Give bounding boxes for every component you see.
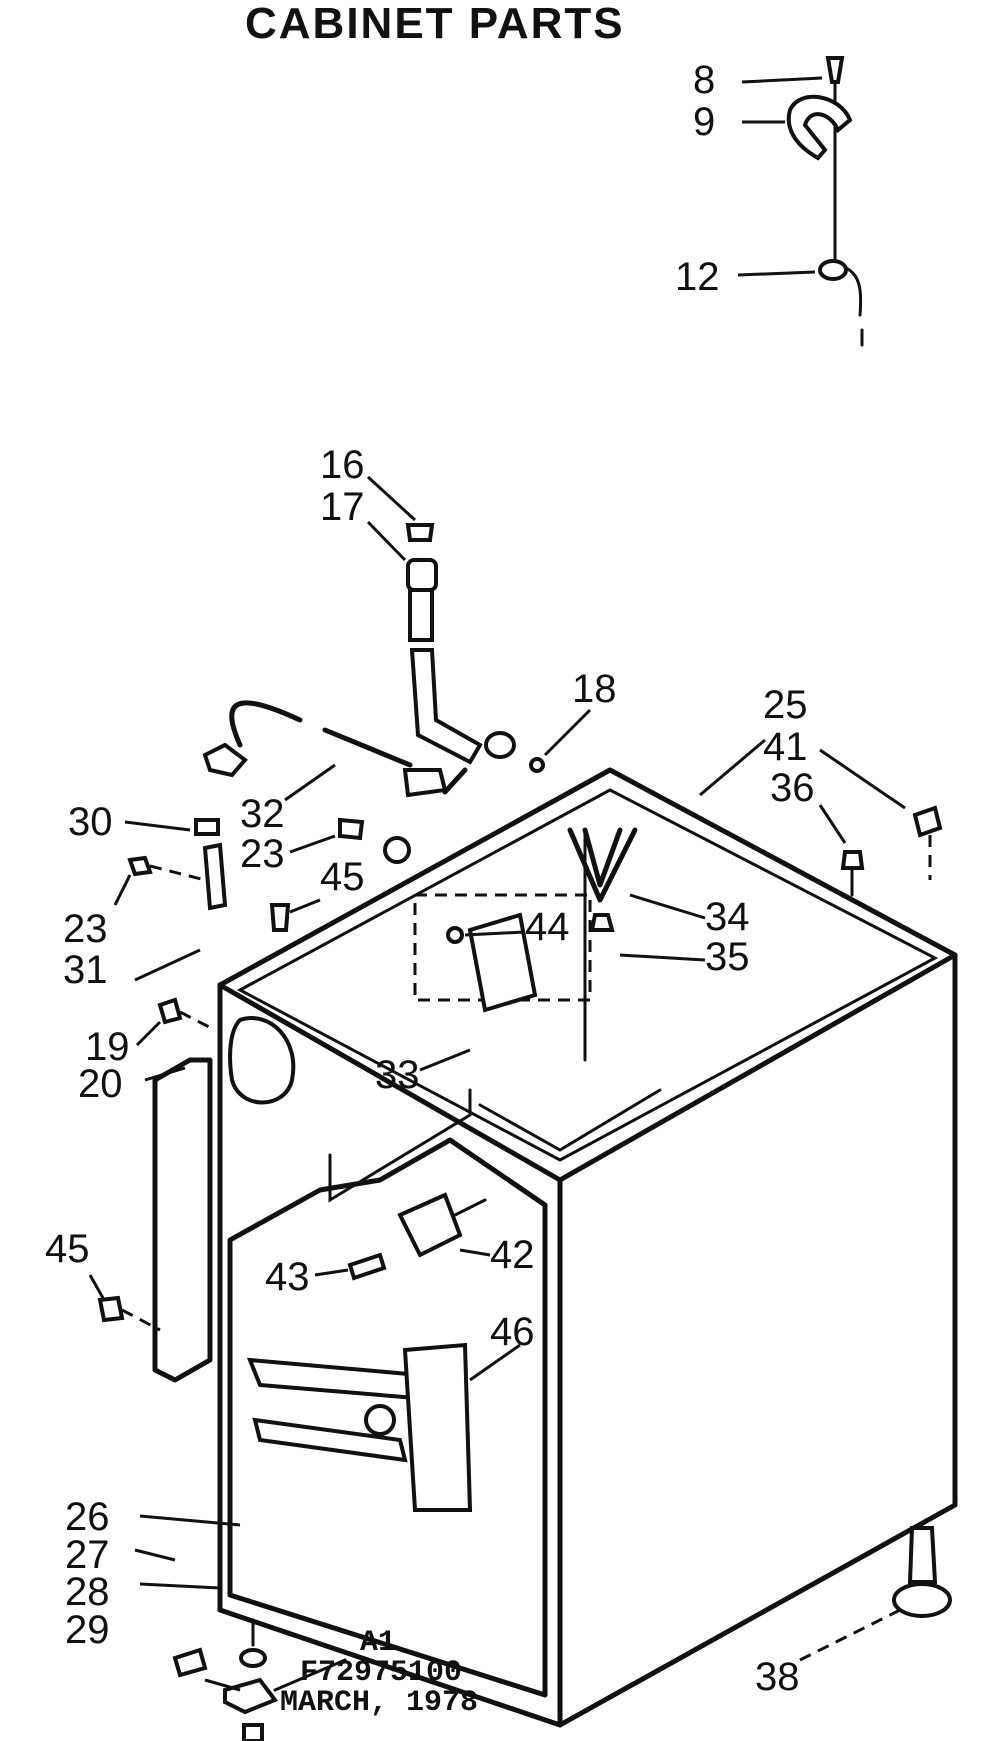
callout-43: 43	[265, 1255, 310, 1299]
callout-23-lower: 23	[63, 907, 108, 951]
mechanism-assembly	[246, 1342, 473, 1512]
right-rear-hardware	[840, 805, 943, 897]
callout-31: 31	[63, 948, 108, 992]
callout-38: 38	[755, 1655, 800, 1699]
part-42-capacitor	[397, 1192, 463, 1258]
hose	[409, 648, 483, 765]
callout-19: 19	[85, 1025, 130, 1069]
motor-assembly	[347, 1192, 487, 1281]
diagram-title: CABINET PARTS	[245, 0, 625, 48]
cabinet-body	[217, 767, 958, 1728]
callout-45-lower: 45	[45, 1227, 90, 1271]
callout-9: 9	[693, 100, 715, 144]
callout-16: 16	[320, 443, 365, 487]
leader-lines	[88, 76, 906, 1692]
part-20-panel	[152, 1057, 213, 1383]
diagram-footer: A1 F72975100 MARCH, 1978	[280, 1626, 478, 1720]
callout-27: 27	[65, 1533, 110, 1577]
part-38-leveling-leg	[907, 1526, 938, 1584]
callout-29: 29	[65, 1608, 110, 1652]
callout-33: 33	[375, 1053, 420, 1097]
callout-12: 12	[675, 255, 720, 299]
callout-17: 17	[320, 485, 365, 529]
callout-25: 25	[763, 683, 808, 727]
part-8-screw	[825, 56, 845, 84]
callout-20: 20	[78, 1062, 123, 1106]
part-17-connector	[406, 558, 438, 592]
callout-labels: 8 9 12 16 17 18 25 41 36 30 32 23 45 23 …	[45, 58, 815, 1699]
callout-30: 30	[68, 800, 113, 844]
part-18-clip	[529, 757, 545, 773]
callout-34: 34	[705, 895, 750, 939]
part-12-grommet	[818, 259, 848, 281]
callout-28: 28	[65, 1570, 110, 1614]
callout-36: 36	[770, 766, 815, 810]
power-cord-assembly	[202, 700, 468, 798]
part-29-leveling-leg	[242, 1723, 264, 1741]
callout-23-upper: 23	[240, 832, 285, 876]
left-hardware	[127, 817, 411, 932]
footer-line-3: MARCH, 1978	[280, 1686, 478, 1720]
callout-42: 42	[490, 1233, 535, 1277]
part-9-clip	[786, 94, 853, 161]
part-35-fastener	[589, 913, 615, 932]
callout-18: 18	[572, 667, 617, 711]
left-side-panel	[97, 997, 216, 1383]
callout-45-upper: 45	[320, 855, 365, 899]
part-31-bracket	[202, 842, 228, 911]
part-43-fastener	[347, 1252, 387, 1281]
callout-41: 41	[763, 725, 808, 769]
callout-32: 32	[240, 792, 285, 836]
callout-26: 26	[65, 1495, 110, 1539]
footer-line-1: A1	[360, 1626, 396, 1660]
callout-46: 46	[490, 1310, 535, 1354]
callout-8: 8	[693, 58, 715, 102]
v-bracket	[567, 827, 638, 932]
part-33-switch	[467, 912, 538, 1013]
part-30-clip	[194, 818, 220, 836]
hose-assembly	[405, 523, 545, 773]
part-46-assembly	[402, 1342, 473, 1512]
cabinet-side-face	[557, 952, 958, 1728]
footer-line-2: F72975100	[300, 1656, 462, 1690]
switch-assembly	[228, 893, 592, 1105]
callout-44: 44	[525, 905, 570, 949]
callout-35: 35	[705, 935, 750, 979]
top-right-assembly	[786, 56, 864, 347]
part-28-foot-pad	[223, 1677, 279, 1715]
cabinet-front-face	[217, 982, 563, 1728]
